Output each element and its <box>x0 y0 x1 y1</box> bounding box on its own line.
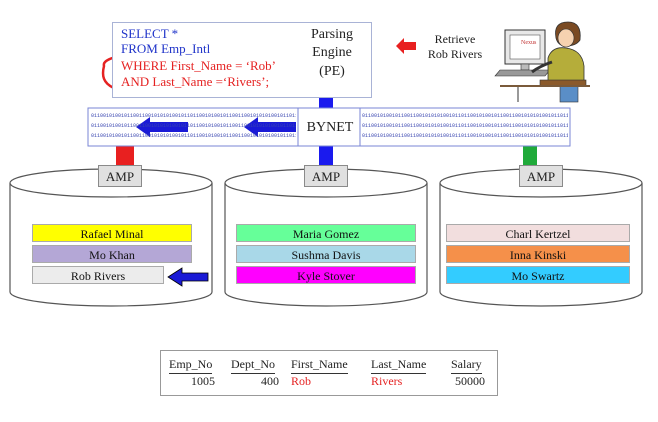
nexus-screen-label: Nexus <box>521 40 537 46</box>
disk2-row-1: Maria Gomez <box>236 224 416 242</box>
cell-salary: 50000 <box>455 374 485 388</box>
cell-emp-no: 1005 <box>191 374 215 388</box>
bits-row: 0110010100101100110010101010010110110010… <box>91 133 296 139</box>
found-row-arrow <box>167 267 209 287</box>
col-header-dept-no: Dept_No <box>231 357 275 374</box>
bynet-arrow-right <box>244 117 296 137</box>
disk3-row-2: Inna Kinski <box>446 245 630 263</box>
amp-box-2: AMP <box>304 165 348 187</box>
amp-box-3: AMP <box>519 165 563 187</box>
retrieve-line1: Retrieve <box>434 32 476 46</box>
sql-from-line: FROM Emp_Intl <box>121 41 211 56</box>
retrieve-arrow <box>396 38 416 54</box>
bynet-bits-right: 0110010100101100110010101010010110110010… <box>362 111 568 141</box>
retrieve-label: Retrieve Rob Rivers <box>405 32 505 62</box>
result-table: Emp_No Dept_No First_Name Last_Name Sala… <box>160 350 498 396</box>
disk1-row-3: Rob Rivers <box>32 266 164 284</box>
disk3-row-1: Charl Kertzel <box>446 224 630 242</box>
disk2-row-3: Kyle Stover <box>236 266 416 284</box>
disk1-row-1: Rafael Minal <box>32 224 192 242</box>
amp-box-1: AMP <box>98 165 142 187</box>
sql-query-box: SELECT * FROM Emp_Intl WHERE First_Name … <box>112 22 372 98</box>
cell-last-name: Rivers <box>371 374 403 388</box>
bynet-bits-left: 0110010100101100110010101010010110110010… <box>91 111 296 141</box>
pe-label-line3: (PE) <box>319 64 345 79</box>
bits-row: 0110010100101100110010101010010110110010… <box>362 113 568 119</box>
col-header-last-name: Last_Name <box>371 357 427 374</box>
bits-row: 0110010100101100110010101010010110110010… <box>91 123 296 129</box>
cell-dept-no: 400 <box>261 374 279 388</box>
sql-and-line: AND Last_Name =‘Rivers’; <box>121 74 270 89</box>
col-header-salary: Salary <box>451 357 482 374</box>
bits-row: 0110010100101100110010101010010110110010… <box>91 113 296 119</box>
disk1-row-2: Mo Khan <box>32 245 192 263</box>
pe-label-line2: Engine <box>312 45 352 60</box>
cell-first-name: Rob <box>291 374 312 388</box>
pe-label-line1: Parsing <box>311 27 353 42</box>
bits-row: 0110010100101100110010101010010110110010… <box>362 123 568 129</box>
retrieve-line2: Rob Rivers <box>427 47 483 61</box>
bits-row: 0110010100101100110010101010010110110010… <box>362 133 568 139</box>
sql-where-line: WHERE First_Name = ‘Rob’ <box>121 58 277 73</box>
sql-select-line: SELECT * <box>121 26 179 41</box>
user-at-computer-icon <box>494 21 590 103</box>
bynet-arrow-left <box>136 117 188 137</box>
bynet-label: BYNET <box>306 120 354 135</box>
pe-pipe-upper <box>319 96 333 108</box>
disk3-row-3: Mo Swartz <box>446 266 630 284</box>
disk2-row-2: Sushma Davis <box>236 245 416 263</box>
col-header-first-name: First_Name <box>291 357 348 374</box>
col-header-emp-no: Emp_No <box>169 357 213 374</box>
